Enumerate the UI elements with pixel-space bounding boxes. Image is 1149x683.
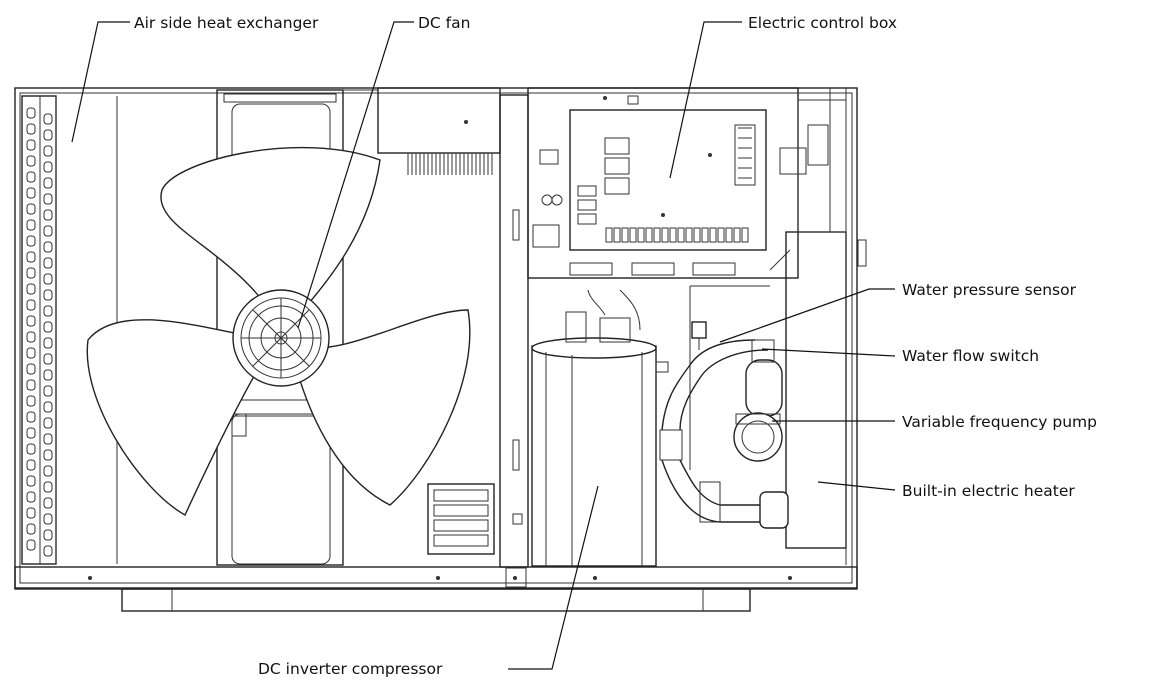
label-air-side-heat-exchanger: Air side heat exchanger — [134, 14, 319, 32]
label-dc-inverter-compressor: DC inverter compressor — [258, 660, 443, 678]
label-variable-frequency-pump: Variable frequency pump — [902, 413, 1097, 431]
label-water-flow-switch: Water flow switch — [902, 347, 1039, 365]
built-in-electric-heater — [779, 88, 867, 565]
electric-control-box — [527, 87, 799, 279]
label-water-pressure-sensor: Water pressure sensor — [902, 281, 1077, 299]
water-pressure-sensor — [691, 321, 707, 350]
label-built-in-electric-heater: Built-in electric heater — [902, 482, 1075, 500]
label-dc-fan: DC fan — [418, 14, 470, 32]
variable-frequency-pump — [733, 412, 789, 529]
terminal-block — [427, 483, 495, 555]
water-piping — [659, 249, 791, 523]
label-electric-control-box: Electric control box — [748, 14, 897, 32]
leader-lines — [71, 21, 896, 670]
dc-fan — [86, 146, 471, 516]
dc-inverter-compressor — [531, 289, 669, 567]
